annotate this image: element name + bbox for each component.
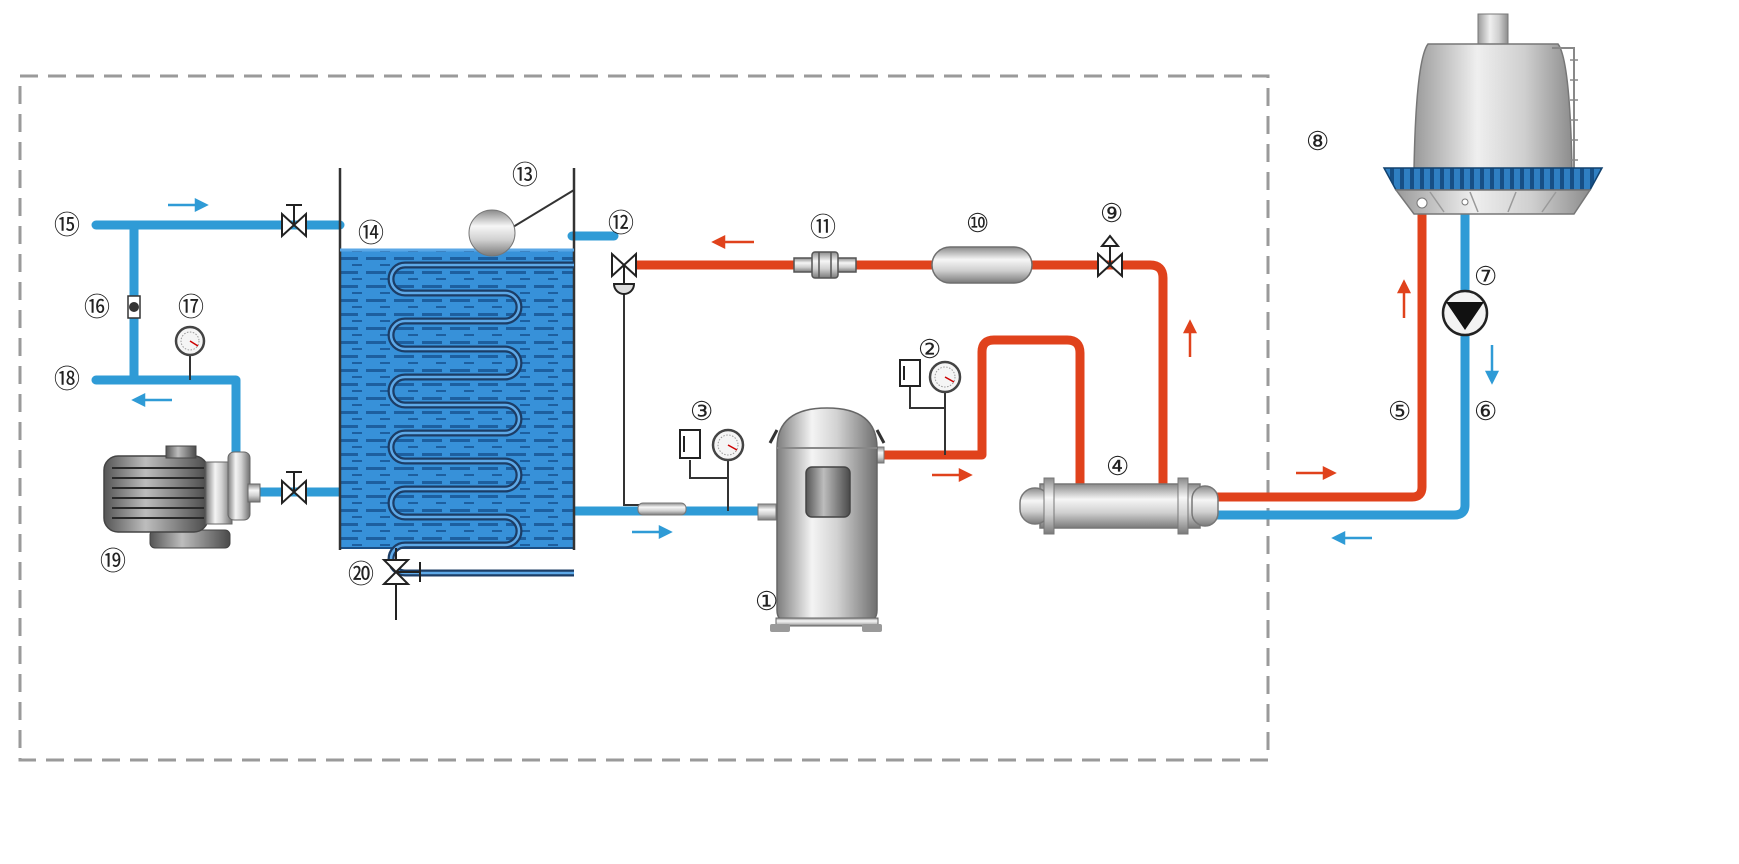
label-circulation-pump: ⑦ (1474, 262, 1497, 292)
return-line-18 (91, 375, 241, 460)
service-valve-icon (1097, 234, 1123, 279)
liquid-receiver-icon (931, 246, 1033, 284)
filter-drier-icon (793, 251, 857, 279)
label-filter-drier: ⑪ (810, 213, 836, 243)
sensing-capillary (623, 282, 645, 506)
label-compressor: ① (755, 587, 778, 617)
label-discharge-gauge: ② (918, 335, 941, 365)
label-receiver: ⑩ (966, 209, 989, 239)
label-water-tank: ⑭ (358, 219, 384, 249)
cooling-water-supply-line-5 (1210, 195, 1427, 502)
shell-tube-condenser-icon (1019, 477, 1219, 535)
label-expansion-valve: ⑫ (608, 209, 634, 239)
label-motor-pump: ⑲ (100, 547, 126, 577)
compressor-icon (757, 407, 886, 632)
cooling-water-return-line-6 (1210, 195, 1470, 520)
float-switch-icon (468, 189, 575, 257)
label-cooling-tower: ⑧ (1306, 127, 1329, 157)
discharge-pressure-controls (899, 359, 962, 455)
label-service-valve: ⑨ (1100, 199, 1123, 229)
label-drain-valve: ⑳ (348, 560, 374, 590)
component-labels: ① ② ③ ④ ⑤ ⑥ ⑦ ⑧ ⑨ ⑩ ⑪ ⑫ ⑬ ⑭ ⑮ ⑯ ⑰ ⑱ ⑲ ⑳ (54, 127, 1497, 617)
label-return-line: ⑱ (54, 365, 80, 395)
water-tank-evaporator-icon (338, 168, 576, 577)
circulation-pump-icon (1441, 289, 1489, 337)
valve-icon (281, 204, 307, 239)
sight-glass-icon (637, 502, 687, 516)
pump-outlet-valve-icon (281, 471, 307, 506)
label-water-gauge: ⑰ (178, 293, 204, 323)
expansion-valve-icon (611, 251, 637, 295)
suction-pressure-controls (679, 428, 745, 511)
label-bypass-valve: ⑯ (84, 293, 110, 323)
label-cooling-supply: ⑤ (1388, 397, 1411, 427)
motor-pump-icon (103, 445, 261, 549)
bypass-valve-icon (127, 295, 141, 319)
label-condenser: ④ (1106, 452, 1129, 482)
label-suction-gauge: ③ (690, 397, 713, 427)
label-float-switch: ⑬ (512, 161, 538, 191)
cooling-tower-icon (1382, 13, 1604, 215)
drain-valve-icon (381, 548, 421, 620)
refrigerant-hot-pipes (631, 195, 1427, 502)
label-supply-line: ⑮ (54, 211, 80, 241)
liquid-line (631, 260, 1168, 492)
discharge-line (875, 335, 1085, 492)
flow-arrow-icon (131, 197, 1500, 546)
pressure-gauge-icon (174, 325, 206, 380)
label-cooling-return: ⑥ (1474, 397, 1497, 427)
system-boundary-frame (18, 74, 1270, 762)
